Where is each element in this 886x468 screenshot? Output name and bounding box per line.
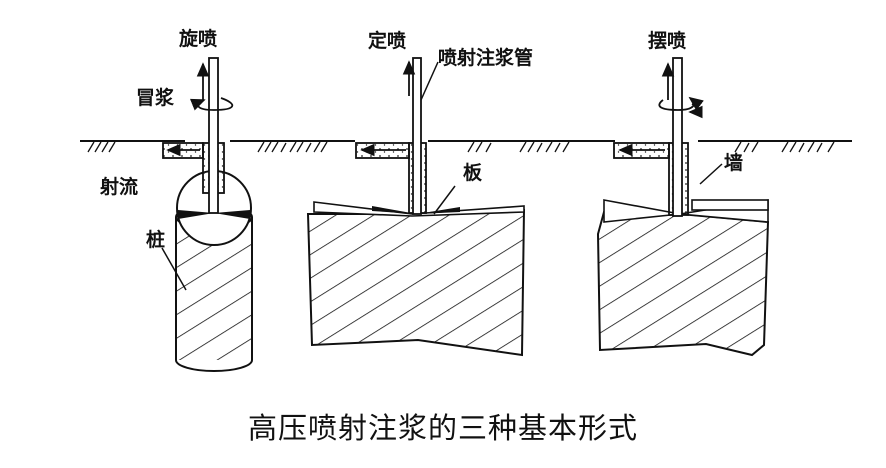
jet-fan-left	[372, 206, 417, 214]
injection-pipe	[208, 57, 219, 214]
injection-pipe	[412, 57, 422, 215]
swing-arrow	[658, 96, 704, 111]
rotation-arrow	[189, 97, 234, 111]
label-rotary: 旋喷	[179, 28, 218, 50]
label-slurry: 冒浆	[136, 87, 175, 109]
jet-stream-left	[178, 210, 214, 219]
plate-leader-line	[433, 185, 456, 215]
wall-body	[596, 210, 770, 357]
soil-hatch-marks	[87, 141, 835, 153]
wall-leader-line	[699, 163, 723, 185]
panel-swing	[596, 57, 770, 357]
jet-fan-right	[417, 207, 460, 214]
label-swing: 摆喷	[648, 30, 687, 52]
pipe-leader-line	[420, 61, 439, 101]
pile-leader-line	[161, 247, 187, 291]
wall-fan-layer	[603, 199, 681, 223]
label-pile: 桩	[146, 229, 166, 251]
plate-body	[306, 208, 526, 357]
panel-rotary	[161, 57, 253, 372]
label-pipe: 喷射注浆管	[438, 47, 534, 69]
label-wall: 墙	[724, 152, 744, 174]
panel-fixed	[306, 57, 526, 357]
jet-stream-right	[214, 210, 250, 219]
label-jet: 射流	[100, 176, 139, 198]
label-fixed: 定喷	[368, 30, 407, 52]
injection-pipe	[672, 57, 683, 217]
label-plate: 板	[463, 162, 483, 184]
plate-layer	[313, 201, 525, 217]
swing-arrow-back	[688, 103, 703, 119]
figure-caption: 高压喷射注浆的三种基本形式	[247, 411, 638, 445]
wall-top-band	[691, 199, 769, 211]
